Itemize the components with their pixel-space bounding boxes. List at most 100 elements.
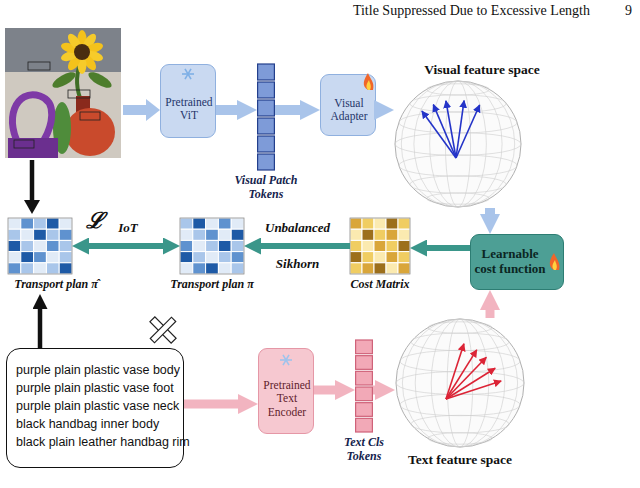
matrix-cell <box>374 240 386 251</box>
matrix-cell <box>362 218 374 229</box>
grid-shape <box>350 218 410 274</box>
matrix-cell <box>398 218 410 229</box>
detection-box <box>68 90 90 98</box>
matrix-cell <box>218 252 231 263</box>
token-cell <box>258 82 275 98</box>
flow-arrow <box>38 308 43 349</box>
leaf <box>50 69 78 91</box>
matrix-cell <box>231 229 244 240</box>
sphere-parallel <box>427 193 490 204</box>
token-cell <box>356 356 373 370</box>
matrix-cell <box>231 263 244 274</box>
matrix-cell <box>46 229 59 240</box>
matrix-cell <box>59 218 72 229</box>
detection-box <box>28 62 50 70</box>
sphere-parallel <box>428 433 492 445</box>
matrix-cell <box>21 229 34 240</box>
running-header: Title Suppressed Due to Excessive Length <box>250 3 590 19</box>
flow-arrow <box>486 308 495 318</box>
matrix-cell <box>374 252 386 263</box>
loss-symbol: ℒ <box>82 204 108 234</box>
box-content: Pretrained Text Encoder <box>259 349 313 433</box>
flow-arrow <box>87 243 164 249</box>
matrix-cell <box>374 263 386 274</box>
sphere-shape <box>394 80 522 208</box>
token-caption: Visual Patch Tokens <box>225 174 307 202</box>
token-cell <box>356 403 373 417</box>
col-shape <box>355 340 373 432</box>
grid-caption: Transport plan π̂ <box>4 278 108 292</box>
grid-caption: Cost Matrix <box>332 278 428 292</box>
petal <box>60 49 80 63</box>
matrix-cell <box>398 263 410 274</box>
sphere-meridian <box>414 81 502 207</box>
token-caption: Text Cls Tokens <box>329 436 399 464</box>
matrix-cell <box>8 240 21 251</box>
sphere-meridian <box>402 319 517 447</box>
matrix-cell <box>193 252 206 263</box>
matrix-cell <box>8 229 21 240</box>
part-description: purple plain plastic vase neck <box>16 397 175 415</box>
part-description: black plain leather handbag rim <box>16 433 175 451</box>
flow-arrow <box>425 245 470 251</box>
part-description: black handbag inner body <box>16 415 175 433</box>
petal <box>84 41 104 55</box>
matrix-cell <box>206 218 219 229</box>
encoder-box: Pretrained Text Encoder <box>258 348 314 434</box>
matrix-cell <box>206 252 219 263</box>
matrix-cell <box>386 252 398 263</box>
grid-shape <box>8 218 72 274</box>
matrix-cell <box>193 263 206 274</box>
page-number: 9 <box>598 3 632 19</box>
matrix-cell <box>398 229 410 240</box>
matrix-cell <box>180 252 193 263</box>
photo-illustration <box>5 28 121 158</box>
feature-vector <box>446 350 477 399</box>
matrix-cell <box>206 240 219 251</box>
feature-vector <box>456 105 480 158</box>
flow-arrow-shaft <box>30 160 35 201</box>
transport-grid: Transport plan π̂ <box>8 218 72 274</box>
pencil <box>150 317 175 342</box>
matrix-cell <box>180 229 193 240</box>
matrix-cell <box>180 263 193 274</box>
matrix-cell <box>193 240 206 251</box>
sphere-parallel <box>400 394 520 416</box>
matrix-cell <box>34 252 47 263</box>
box-label: Visual Adapter <box>323 97 375 123</box>
matrix-cell <box>193 218 206 229</box>
matrix-cell <box>59 229 72 240</box>
matrix-cell <box>46 252 59 263</box>
matrix-cell <box>362 229 374 240</box>
sphere-meridian <box>430 81 487 207</box>
petal <box>81 53 99 73</box>
matrix-cell <box>34 240 47 251</box>
matrix-cell <box>374 229 386 240</box>
photo-background <box>5 28 121 158</box>
matrix-cell <box>46 218 59 229</box>
matrix-cell <box>59 252 72 263</box>
matrix-cell <box>8 252 21 263</box>
flower-center <box>74 44 90 60</box>
transport-grid: Transport plan π <box>180 218 244 274</box>
token-cell <box>356 371 373 385</box>
matrix-cell <box>21 263 34 274</box>
flow-arrow <box>184 400 240 409</box>
space-title: Visual feature space <box>402 62 562 78</box>
matrix-cell <box>34 218 47 229</box>
petal <box>84 49 104 63</box>
token-column: Text Cls Tokens <box>355 340 373 432</box>
flow-arrow <box>275 105 302 115</box>
col-shape <box>257 64 275 170</box>
green-bottle <box>53 102 71 154</box>
token-cell <box>356 340 373 354</box>
sphere-parallel <box>427 84 490 95</box>
matrix-cell <box>398 252 410 263</box>
flow-arrow <box>373 386 377 395</box>
matrix-cell <box>193 229 206 240</box>
petal <box>78 30 87 48</box>
sphere-parallel <box>428 322 492 334</box>
sphere-parallel <box>410 176 507 193</box>
box-content: Pretrained ViT <box>161 65 215 137</box>
photo-wall <box>5 28 121 72</box>
